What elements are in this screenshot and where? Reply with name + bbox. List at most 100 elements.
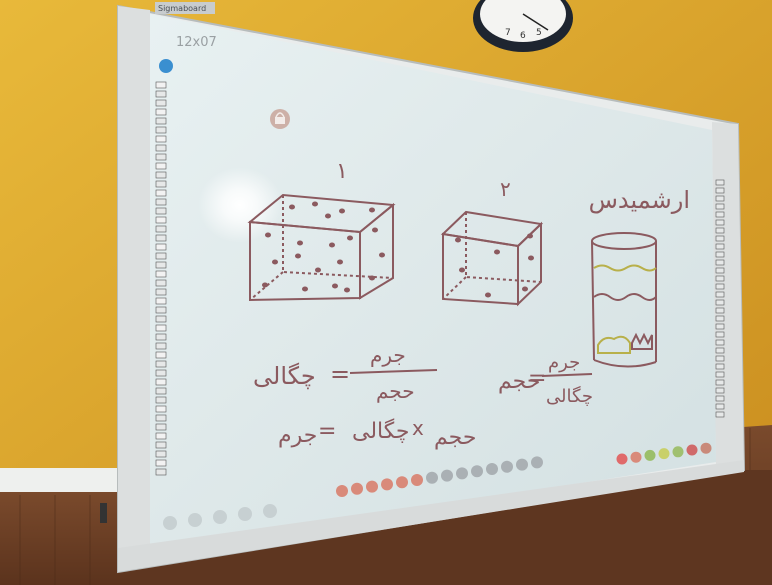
rail-tool-button[interactable] — [715, 355, 725, 362]
rail-tool-button[interactable] — [715, 267, 725, 274]
rail-tool-button[interactable] — [155, 306, 167, 314]
rail-tool-button[interactable] — [715, 347, 725, 354]
rail-tool-button[interactable] — [155, 117, 167, 125]
rail-tool-button[interactable] — [155, 288, 167, 296]
rail-tool-button[interactable] — [155, 279, 167, 287]
rail-tool-button[interactable] — [715, 403, 725, 410]
rail-tool-button[interactable] — [715, 371, 725, 378]
color-swatch-button[interactable] — [686, 444, 698, 456]
rail-tool-button[interactable] — [155, 171, 167, 179]
rail-tool-button[interactable] — [715, 203, 725, 210]
toolbar-circle-button[interactable] — [351, 482, 363, 495]
toolbar-circle-button[interactable] — [366, 480, 378, 493]
rail-tool-button[interactable] — [155, 450, 167, 458]
color-swatch-button[interactable] — [630, 451, 642, 463]
rail-tool-button[interactable] — [155, 234, 167, 242]
rail-tool-button[interactable] — [715, 339, 725, 346]
rail-tool-button[interactable] — [155, 378, 167, 386]
toolbar-circle-button[interactable] — [471, 465, 483, 478]
rail-tool-button[interactable] — [155, 405, 167, 413]
right-rail-buttons[interactable] — [715, 179, 725, 418]
rail-tool-button[interactable] — [715, 395, 725, 402]
color-swatch-button[interactable] — [658, 448, 670, 460]
rail-tool-button[interactable] — [155, 387, 167, 395]
rail-tool-button[interactable] — [715, 243, 725, 250]
toolbar-circle-button[interactable] — [188, 513, 202, 527]
rail-tool-button[interactable] — [715, 259, 725, 266]
rail-tool-button[interactable] — [715, 179, 725, 186]
rail-tool-button[interactable] — [715, 227, 725, 234]
toolbar-circle-button[interactable] — [381, 478, 393, 491]
rail-tool-button[interactable] — [715, 379, 725, 386]
toolbar-circle-button[interactable] — [441, 469, 453, 482]
color-swatch-button[interactable] — [700, 442, 712, 454]
rail-tool-button[interactable] — [155, 423, 167, 431]
toolbar-circle-button[interactable] — [336, 485, 348, 497]
bottom-right-toolbar[interactable] — [616, 442, 712, 465]
rail-tool-button[interactable] — [155, 81, 167, 89]
toolbar-circle-button[interactable] — [213, 510, 227, 524]
rail-tool-button[interactable] — [155, 297, 167, 305]
rail-tool-button[interactable] — [715, 211, 725, 218]
toolbar-circle-button[interactable] — [516, 458, 528, 471]
color-swatch-button[interactable] — [672, 446, 684, 458]
rail-tool-button[interactable] — [155, 261, 167, 269]
toolbar-circle-button[interactable] — [263, 504, 277, 518]
rail-tool-button[interactable] — [715, 299, 725, 306]
rail-tool-button[interactable] — [715, 195, 725, 202]
toolbar-circle-button[interactable] — [426, 471, 438, 484]
rail-tool-button[interactable] — [155, 153, 167, 161]
rail-tool-button[interactable] — [155, 369, 167, 377]
toolbar-circle-button[interactable] — [163, 516, 177, 530]
toolbar-circle-button[interactable] — [238, 507, 252, 521]
rail-tool-button[interactable] — [155, 351, 167, 359]
left-rail-buttons[interactable] — [155, 81, 167, 476]
rail-tool-button[interactable] — [155, 324, 167, 332]
rail-tool-button[interactable] — [155, 414, 167, 422]
rail-tool-button[interactable] — [155, 315, 167, 323]
rail-tool-button[interactable] — [715, 187, 725, 194]
rail-tool-button[interactable] — [155, 90, 167, 98]
color-swatch-button[interactable] — [616, 453, 628, 465]
rail-tool-button[interactable] — [715, 411, 725, 418]
rail-tool-button[interactable] — [155, 216, 167, 224]
rail-tool-button[interactable] — [155, 270, 167, 278]
rail-tool-button[interactable] — [155, 432, 167, 440]
toolbar-circle-button[interactable] — [456, 467, 468, 480]
rail-tool-button[interactable] — [155, 333, 167, 341]
rail-tool-button[interactable] — [155, 162, 167, 170]
rail-tool-button[interactable] — [715, 251, 725, 258]
rail-tool-button[interactable] — [715, 291, 725, 298]
left-rail-toolbar[interactable] — [159, 59, 173, 73]
rail-tool-button[interactable] — [155, 459, 167, 467]
toolbar-circle-button[interactable] — [486, 463, 498, 475]
rail-tool-button[interactable] — [155, 243, 167, 251]
toolbar-circle-button[interactable] — [411, 474, 423, 486]
rail-tool-button[interactable] — [155, 198, 167, 206]
rail-tool-button[interactable] — [715, 219, 725, 226]
rail-tool-button[interactable] — [715, 307, 725, 314]
rail-tool-button[interactable] — [155, 144, 167, 152]
rail-tool-button[interactable] — [715, 387, 725, 394]
bottom-left-toolbar[interactable] — [163, 504, 277, 530]
rail-tool-button[interactable] — [155, 207, 167, 215]
rail-tool-button[interactable] — [715, 283, 725, 290]
rail-tool-button[interactable] — [715, 323, 725, 330]
rail-tool-button[interactable] — [715, 275, 725, 282]
color-swatch-button[interactable] — [644, 449, 656, 461]
rail-tool-button[interactable] — [155, 108, 167, 116]
rail-tool-button[interactable] — [155, 180, 167, 188]
rail-tool-button[interactable] — [155, 360, 167, 368]
rail-tool-button[interactable] — [155, 126, 167, 134]
rail-tool-button[interactable] — [715, 235, 725, 242]
rail-tool-button[interactable] — [155, 396, 167, 404]
bottom-toolbar[interactable] — [336, 456, 543, 497]
rail-tool-button[interactable] — [155, 135, 167, 143]
rail-tool-button[interactable] — [155, 225, 167, 233]
rail-tool-button[interactable] — [715, 363, 725, 370]
rail-tool-button[interactable] — [155, 441, 167, 449]
rail-tool-button[interactable] — [155, 342, 167, 350]
rail-tool-button[interactable] — [155, 189, 167, 197]
lock-icon[interactable] — [270, 109, 290, 129]
toolbar-circle-button[interactable] — [501, 460, 513, 473]
